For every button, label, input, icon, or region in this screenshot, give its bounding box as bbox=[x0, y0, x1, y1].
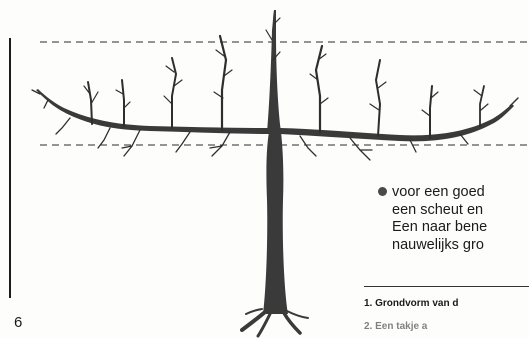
upright-shoots bbox=[84, 18, 518, 138]
caption-divider bbox=[364, 286, 529, 287]
main-arms bbox=[36, 10, 514, 141]
caption-line-2: een scheut en bbox=[378, 202, 529, 220]
caption-text: voor een goed een scheut en Een naar ben… bbox=[378, 184, 529, 254]
lower-twigs bbox=[32, 90, 468, 160]
tree-trunk bbox=[263, 132, 288, 314]
bullet-icon bbox=[378, 187, 387, 196]
figure-note-1: 1. Grondvorm van d bbox=[364, 298, 458, 309]
caption-line-1: voor een goed bbox=[378, 184, 529, 202]
figure-note-2: 2. Een takje a bbox=[364, 321, 458, 332]
figure-notes: 1. Grondvorm van d 2. Een takje a bbox=[364, 298, 458, 338]
page-number: 6 bbox=[14, 314, 22, 331]
caption-line-4: nauwelijks gro bbox=[378, 237, 529, 255]
caption-line-3: Een naar bene bbox=[378, 219, 529, 237]
caption-line-1-text: voor een goed bbox=[392, 184, 485, 200]
